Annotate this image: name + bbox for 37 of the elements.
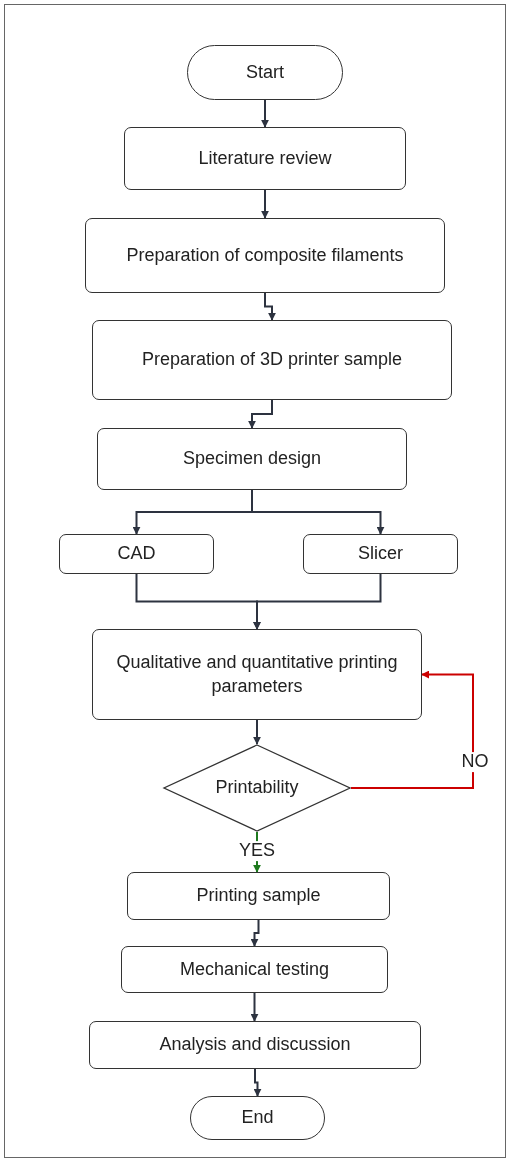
arrow <box>248 399 273 429</box>
node-label: Printing sample <box>196 884 321 908</box>
arrow <box>253 1068 262 1097</box>
arrow <box>261 99 269 128</box>
process-box <box>97 428 407 490</box>
process-box <box>89 1021 421 1069</box>
process-box <box>127 872 390 920</box>
edge-label: YES <box>238 841 276 861</box>
edge-label: NO <box>460 752 490 772</box>
arrow <box>250 992 259 1022</box>
node-label: End <box>241 1106 274 1130</box>
node-label: Analysis and discussion <box>159 1033 351 1057</box>
process-box <box>85 218 445 293</box>
arrow <box>264 292 276 321</box>
arrow <box>253 573 382 630</box>
process-box <box>92 629 422 720</box>
arrow <box>250 919 260 947</box>
node-label: Literature review <box>198 146 332 170</box>
node-label: Start <box>246 60 284 84</box>
process-box <box>121 946 388 993</box>
node-label: Specimen design <box>182 447 322 471</box>
node-label: Mechanical testing <box>179 957 330 981</box>
process-box <box>303 534 458 574</box>
process-box <box>59 534 214 574</box>
node-label: CAD <box>117 542 156 566</box>
node-label: Printability <box>215 776 299 800</box>
arrow <box>253 719 261 745</box>
process-box <box>92 320 452 400</box>
arrow <box>350 670 474 789</box>
node-label: Qualitative and quantitative printing parameters <box>115 651 399 698</box>
arrow <box>261 189 269 219</box>
process-box <box>124 127 406 190</box>
node-label: Preparation of composite filaments <box>126 243 404 267</box>
decision-diamond <box>163 744 351 832</box>
arrow <box>251 489 385 535</box>
node-label: Preparation of 3D printer sample <box>141 348 403 372</box>
node-label: Slicer <box>358 542 403 566</box>
